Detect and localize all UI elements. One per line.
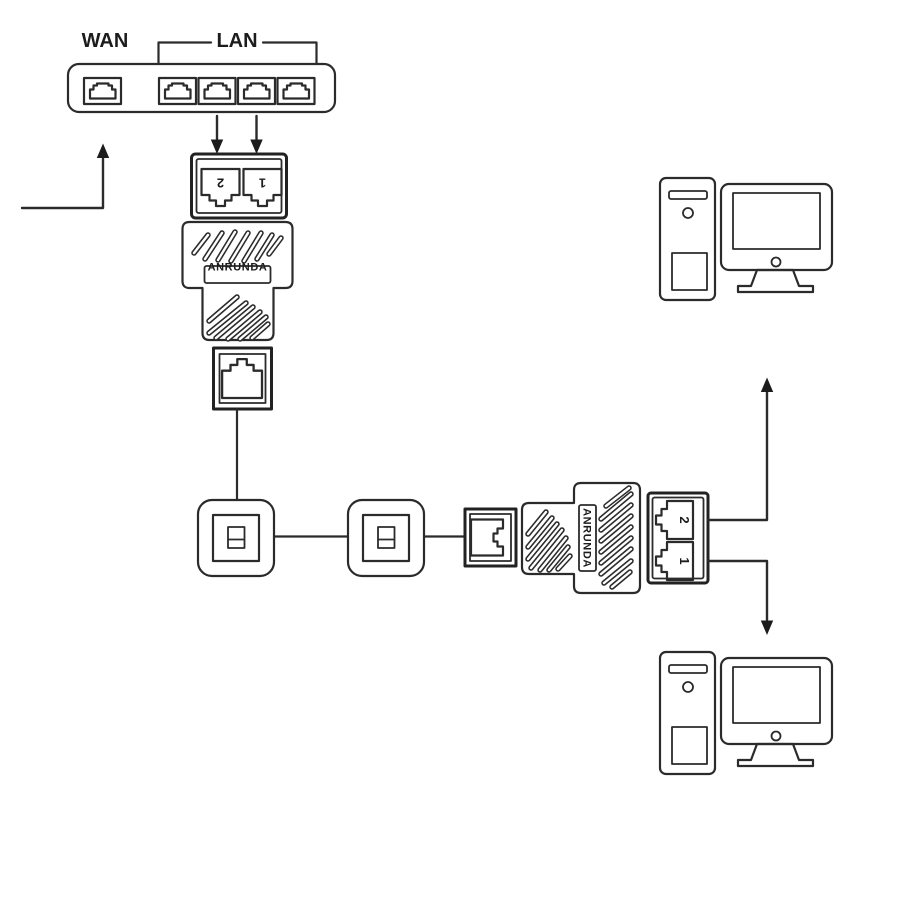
coupler-frame (463, 507, 518, 568)
plate-inner (211, 513, 261, 563)
wall-plate-left (196, 498, 276, 578)
single-rj45-jack (212, 346, 273, 411)
lan-port-3-icon (236, 76, 277, 106)
arrow-up-icon (760, 377, 774, 392)
plate-outer (196, 498, 276, 578)
plate-inner (361, 513, 411, 563)
router-panel-body (66, 62, 337, 114)
arrow-down-icon (210, 139, 224, 154)
brand-label: ANRUNDA (581, 508, 593, 568)
plate-outer (346, 498, 426, 578)
dual-rj45-jack-right: 2 1 (646, 491, 710, 585)
lan-bracket (157, 41, 318, 65)
port-2-label: 2 (217, 176, 224, 191)
arrow-up-icon (96, 143, 110, 158)
lan-label: LAN (216, 30, 257, 52)
lan-to-splitter-arrows (210, 114, 263, 154)
grip-ridges (191, 229, 284, 342)
dual-rj45-jack-top: 2 1 (190, 152, 288, 220)
lan-port-4-icon (276, 76, 316, 106)
grip-ridges (525, 485, 634, 590)
wan-uplink-arrow (20, 143, 110, 210)
keystone-icon (227, 526, 246, 549)
arrow-down-icon (250, 139, 263, 154)
dual-jack-inner-frame (651, 496, 705, 580)
splitter-adapter-top: ANRUNDA (181, 220, 294, 342)
wall-plate-right (346, 498, 426, 578)
splitter-adapter-right: ANRUNDA (520, 481, 642, 595)
port-1-label: 1 (677, 557, 692, 564)
router-port-panel: WAN LAN (66, 30, 337, 114)
splitter-to-computer-arrows (706, 377, 774, 635)
lan-port-1-icon (157, 76, 198, 106)
desktop-computer-top (658, 176, 834, 302)
port-1-label: 1 (259, 176, 266, 191)
wan-label: WAN (82, 30, 129, 52)
wan-port-icon (82, 76, 123, 106)
port-2-label: 2 (677, 516, 692, 523)
brand-label: ANRUNDA (208, 262, 268, 274)
desktop-computer-bottom (658, 650, 834, 776)
keystone-icon (377, 526, 396, 549)
rj45-coupler (463, 507, 518, 568)
jack-inner-frame (218, 353, 267, 404)
lan-port-2-icon (197, 76, 237, 106)
arrow-down-icon (760, 620, 774, 635)
